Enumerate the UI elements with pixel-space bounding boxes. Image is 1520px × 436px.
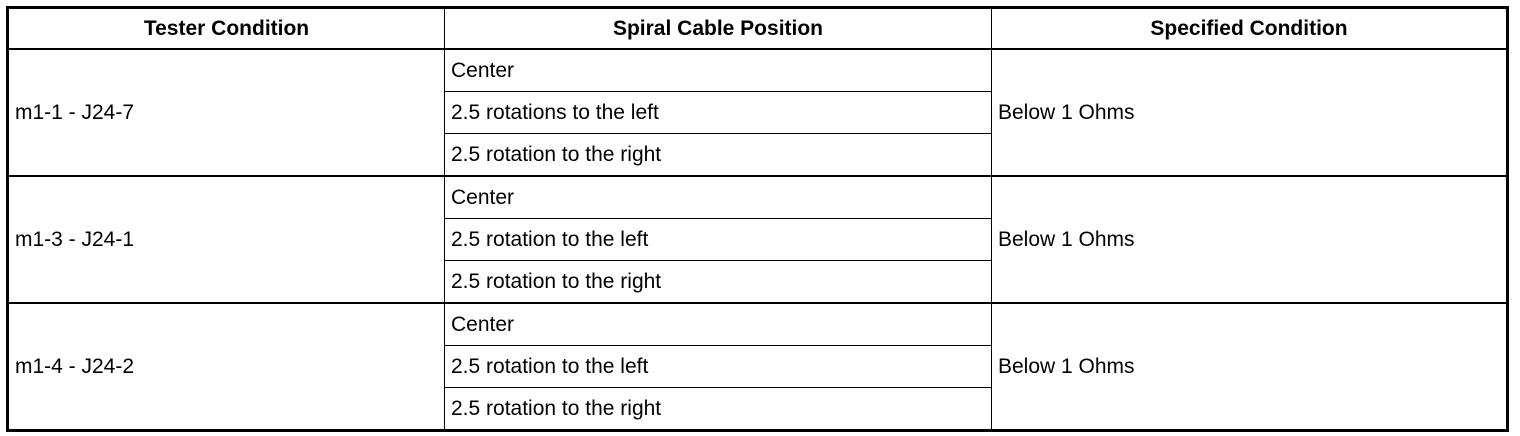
cable-position-cell: 2.5 rotation to the left xyxy=(444,345,992,388)
cable-position-cell: Center xyxy=(444,302,992,346)
table-row: m1-4 - J24-2 Center Below 1 Ohms xyxy=(7,302,1508,431)
header-specified-condition: Specified Condition xyxy=(991,7,1508,50)
cable-position-cell: 2.5 rotation to the right xyxy=(444,133,992,177)
table-row: 2.5 rotation to the right xyxy=(8,133,1508,177)
header-row: Tester Condition Spiral Cable Position S… xyxy=(7,7,1508,50)
table-row: 2.5 rotation to the left xyxy=(8,345,1508,388)
cable-position-cell: Center xyxy=(444,48,992,92)
cable-position-cell: 2.5 rotations to the left xyxy=(444,91,992,134)
header-spiral-cable-position: Spiral Cable Position xyxy=(444,7,992,50)
header-tester-condition: Tester Condition xyxy=(7,7,445,50)
table-row: 2.5 rotations to the left xyxy=(8,91,1508,134)
cable-position-cell: 2.5 rotation to the right xyxy=(444,260,992,304)
table-row: m1-1 - J24-7 Center Below 1 Ohms xyxy=(7,48,1508,177)
cable-position-cell: Center xyxy=(444,175,992,219)
inspection-table-container: Tester Condition Spiral Cable Position S… xyxy=(6,6,1509,432)
specified-condition-cell: Below 1 Ohms xyxy=(991,175,1508,304)
tester-condition-cell: m1-4 - J24-2 xyxy=(7,302,445,431)
inspection-table: Tester Condition Spiral Cable Position S… xyxy=(6,6,1509,432)
tester-condition-cell: m1-3 - J24-1 xyxy=(7,175,445,304)
specified-condition-cell: Below 1 Ohms xyxy=(991,48,1508,177)
tester-condition-cell: m1-1 - J24-7 xyxy=(7,48,445,177)
cable-position-cell: 2.5 rotation to the right xyxy=(444,387,992,431)
table-row: 2.5 rotation to the right xyxy=(8,387,1508,431)
specified-condition-cell: Below 1 Ohms xyxy=(991,302,1508,431)
table-row: m1-3 - J24-1 Center Below 1 Ohms xyxy=(7,175,1508,304)
table-row: 2.5 rotation to the right xyxy=(8,260,1508,304)
cable-position-cell: 2.5 rotation to the left xyxy=(444,218,992,261)
table-row: 2.5 rotation to the left xyxy=(8,218,1508,261)
